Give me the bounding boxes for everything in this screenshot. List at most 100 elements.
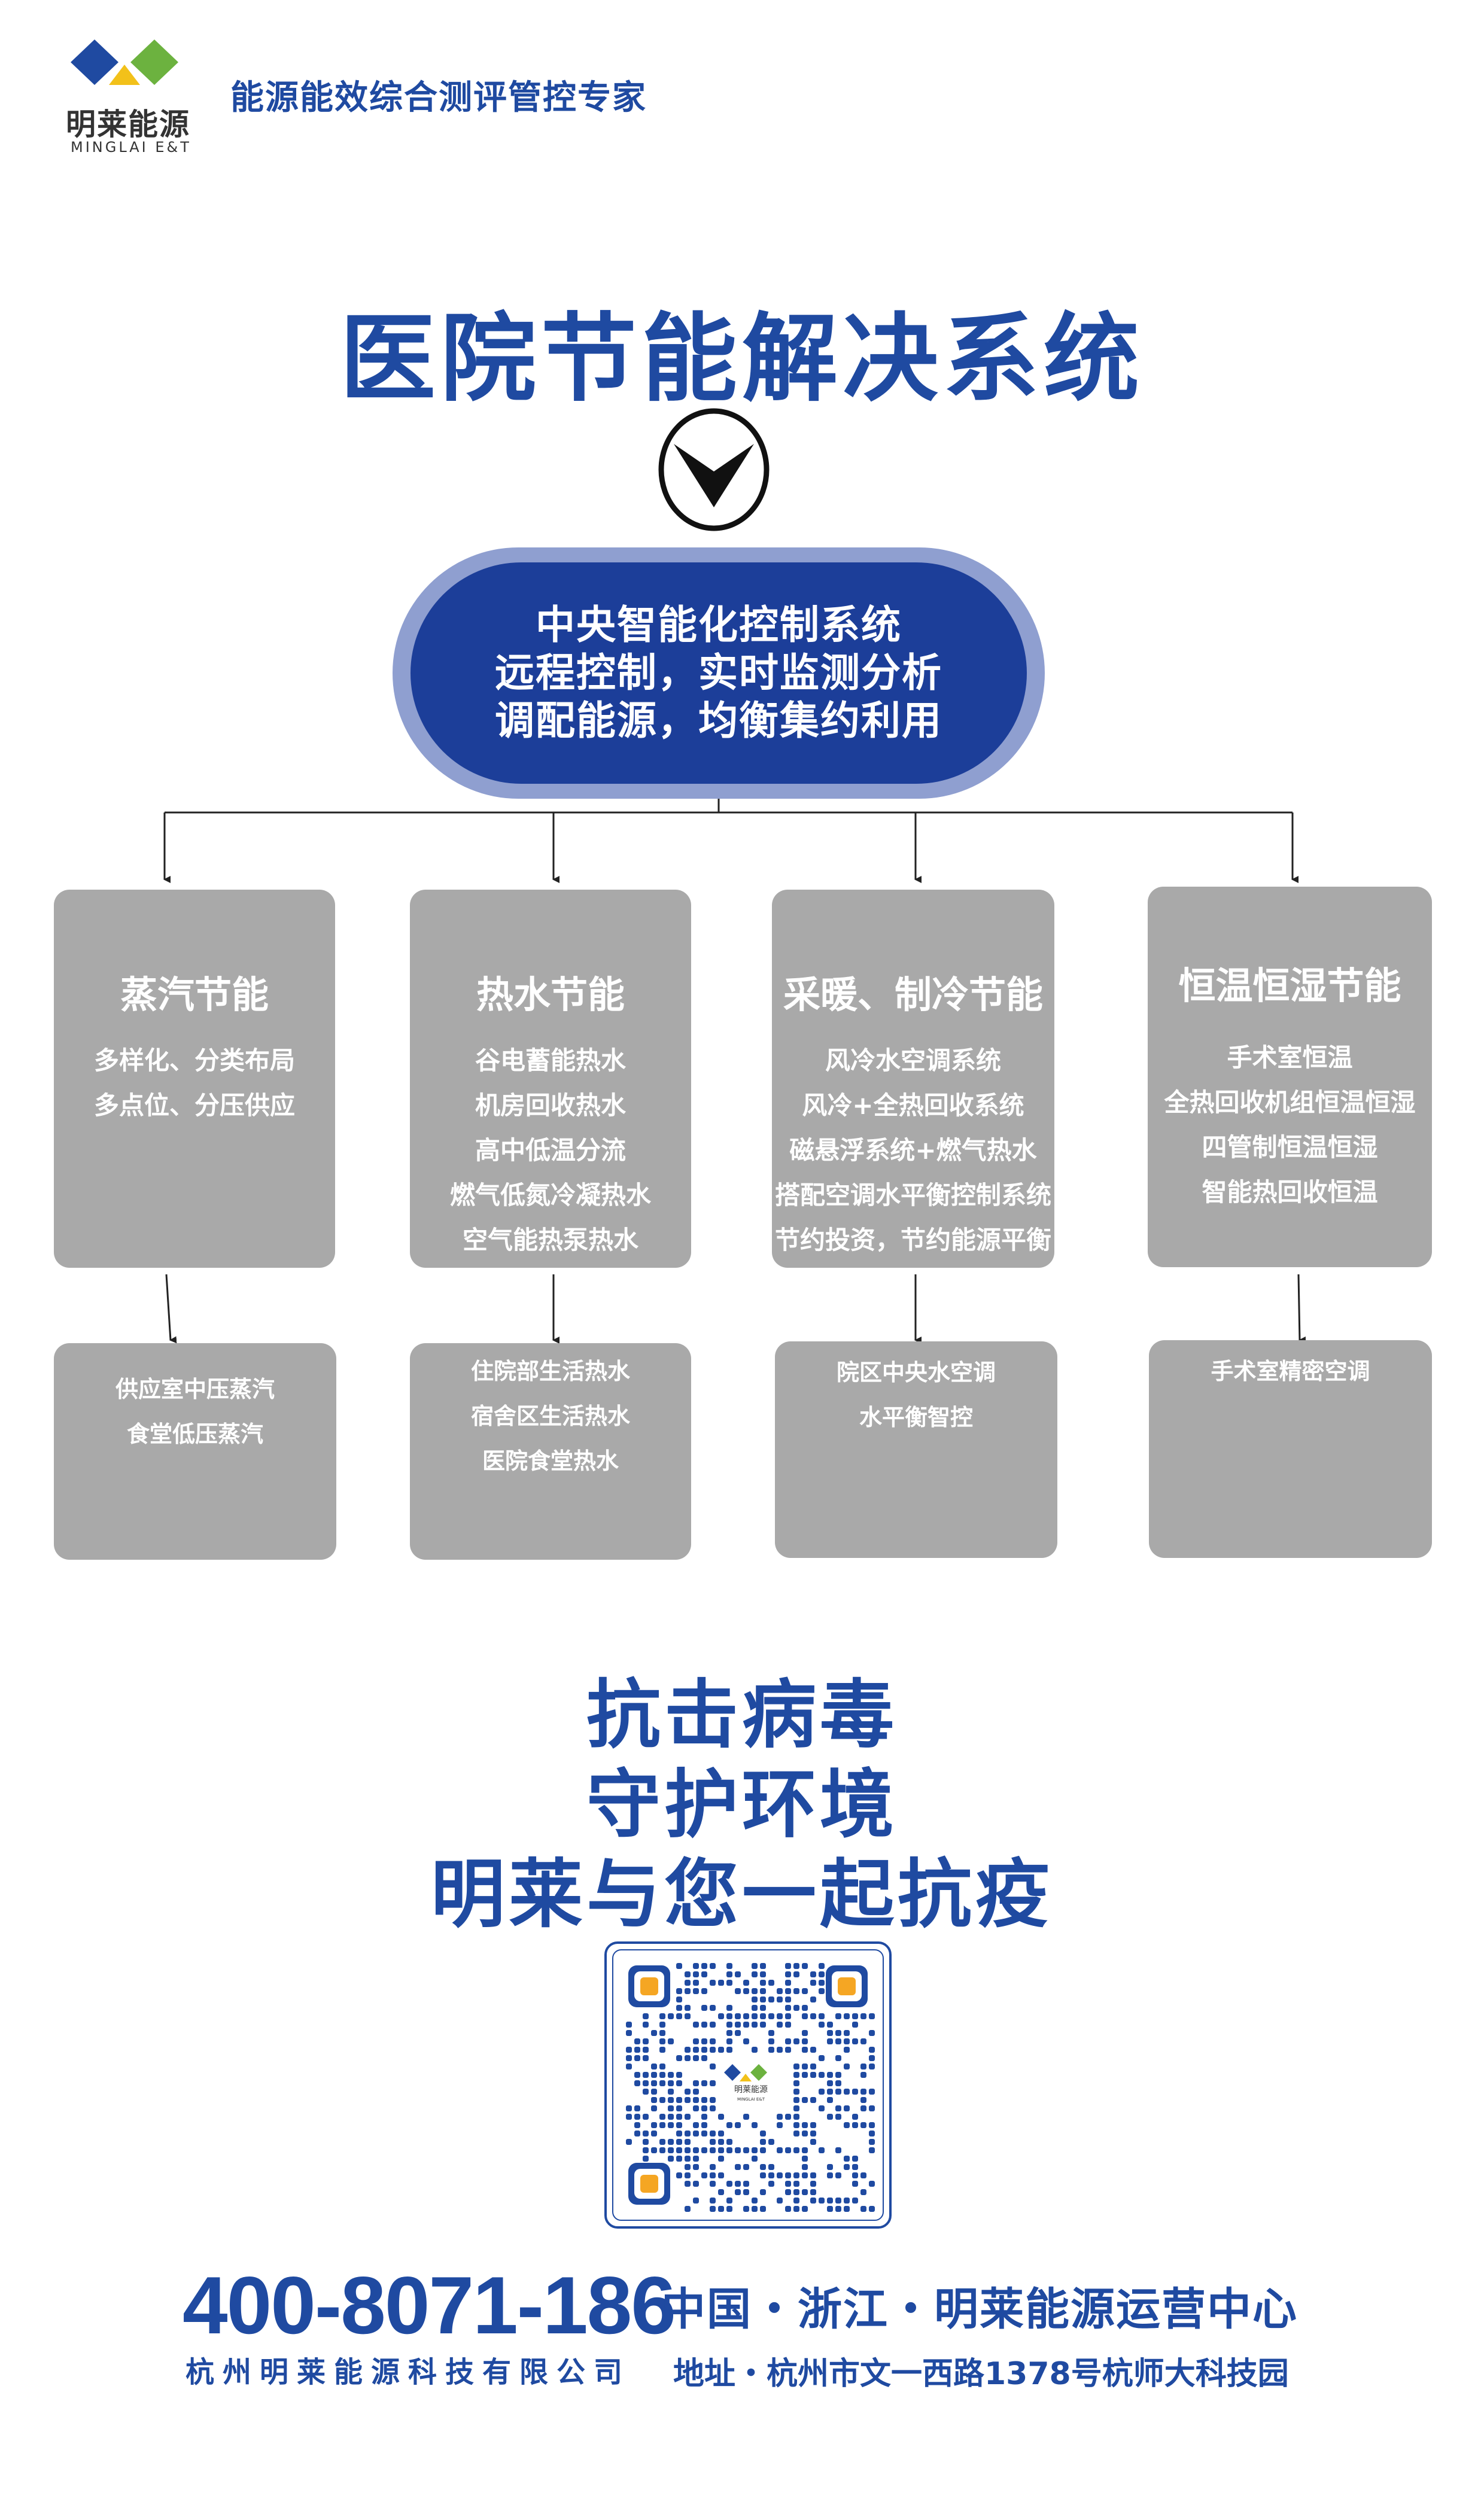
qr-module (793, 2064, 799, 2069)
card-item: 风冷水空调系统 (825, 1046, 1001, 1075)
qr-module (768, 2013, 774, 2019)
qr-module (844, 2047, 850, 2053)
qr-module (827, 2089, 833, 2095)
qr-module (785, 2147, 791, 2153)
qr-module (735, 2147, 741, 2153)
qr-module (802, 2122, 808, 2128)
qr-module (785, 2005, 791, 2011)
qr-module (701, 2055, 707, 2061)
card-items: 风冷水空调系统 风冷+全热回收系统 磁悬浮系统+燃气热水 搭配空调水平衡控制系统… (772, 1038, 1054, 1262)
qr-module (710, 2022, 716, 2028)
qr-module (785, 1963, 791, 1969)
qr-module (869, 2147, 875, 2153)
qr-module (777, 1996, 783, 2002)
qr-module (710, 2038, 716, 2044)
sub-card-heating-cooling: 院区中央水空调 水平衡智控 (775, 1341, 1057, 1558)
qr-module (685, 2139, 691, 2145)
qr-module (844, 2089, 850, 2095)
qr-module (710, 2097, 716, 2103)
qr-module (835, 2013, 841, 2019)
qr-module (752, 1971, 758, 1977)
qr-module (676, 1963, 682, 1969)
qr-module (643, 2047, 649, 2053)
qr-module (726, 2022, 732, 2028)
qr-module (768, 2047, 774, 2053)
qr-module (693, 1963, 699, 1969)
qr-module (860, 2105, 866, 2111)
qr-module (844, 2013, 850, 2019)
qr-module (810, 2198, 816, 2204)
qr-module (693, 2022, 699, 2028)
qr-module (802, 2013, 808, 2019)
qr-module (802, 2189, 808, 2195)
qr-module (802, 2072, 808, 2078)
qr-module (860, 2097, 866, 2103)
qr-module (835, 2198, 841, 2204)
qr-module (819, 1980, 825, 1986)
sub-item: 供应室中压蒸汽 (115, 1376, 275, 1402)
qr-module (634, 2055, 640, 2061)
qr-module (793, 2005, 799, 2011)
qr-module (793, 1971, 799, 1977)
qr-module (760, 2172, 766, 2178)
category-card-hot-water: 热水节能 谷电蓄能热水 机房回收热水 高中低温分流 燃气低氮冷凝热水 空气能热泵… (410, 890, 691, 1268)
qr-module (643, 2038, 649, 2044)
fight-line-3: 明莱与您一起抗疫 (430, 1852, 1053, 1938)
qr-module (701, 2122, 707, 2128)
qr-module (835, 2038, 841, 2044)
card-title: 恒温恒湿节能 (1178, 964, 1401, 1008)
qr-module (844, 2156, 850, 2162)
qr-module (668, 2139, 674, 2145)
qr-module (768, 2030, 774, 2036)
qr-module (835, 2072, 841, 2078)
qr-module (760, 1988, 766, 1994)
sub-item: 水平衡智控 (859, 1404, 973, 1431)
qr-module (760, 1980, 766, 1986)
qr-module (793, 2131, 799, 2136)
qr-module (668, 2080, 674, 2086)
qr-module (735, 2189, 741, 2195)
card-item: 谷电蓄能热水 (475, 1046, 626, 1075)
qr-module (819, 1971, 825, 1977)
sub-items: 手术室精密空调 (1149, 1349, 1432, 1394)
qr-module (676, 1996, 682, 2002)
qr-module (777, 2172, 783, 2178)
sub-card-constant-temp: 手术室精密空调 (1149, 1340, 1432, 1558)
card-items: 手术室恒温 全热回收机组恒温恒湿 四管制恒温恒湿 智能热回收恒温 (1148, 1035, 1432, 1215)
qr-module (726, 2181, 732, 2187)
qr-module (735, 2022, 741, 2028)
card-item: 全热回收机组恒温恒湿 (1164, 1088, 1416, 1117)
qr-module (701, 1988, 707, 1994)
qr-module (802, 1963, 808, 1969)
qr-module (676, 2139, 682, 2145)
qr-module (676, 2097, 682, 2103)
qr-module (802, 2147, 808, 2153)
qr-module (651, 2105, 657, 2111)
central-line: 调配能源，均衡集约利用 (495, 698, 942, 744)
qr-module (643, 2139, 649, 2145)
qr-module (710, 2206, 716, 2212)
qr-module (793, 2206, 799, 2212)
main-title: 医院节能解决系统 (339, 303, 1144, 415)
qr-module (852, 2156, 858, 2162)
qr-module (869, 2131, 875, 2136)
qr-module (685, 2055, 691, 2061)
qr-module (835, 2080, 841, 2086)
qr-module (852, 2164, 858, 2170)
qr-module (852, 2013, 858, 2019)
qr-module (785, 1980, 791, 1986)
qr-module (835, 2055, 841, 2061)
qr-module (726, 2122, 732, 2128)
qr-module (735, 1988, 741, 1994)
qr-module (827, 2030, 833, 2036)
qr-module (701, 2005, 707, 2011)
qr-module (668, 2105, 674, 2111)
qr-module (643, 2114, 649, 2120)
qr-module (810, 1980, 816, 1986)
qr-module (827, 2172, 833, 2178)
qr-module (668, 2147, 674, 2153)
qr-module (685, 1988, 691, 1994)
qr-module (634, 2105, 640, 2111)
qr-module (768, 1980, 774, 1986)
